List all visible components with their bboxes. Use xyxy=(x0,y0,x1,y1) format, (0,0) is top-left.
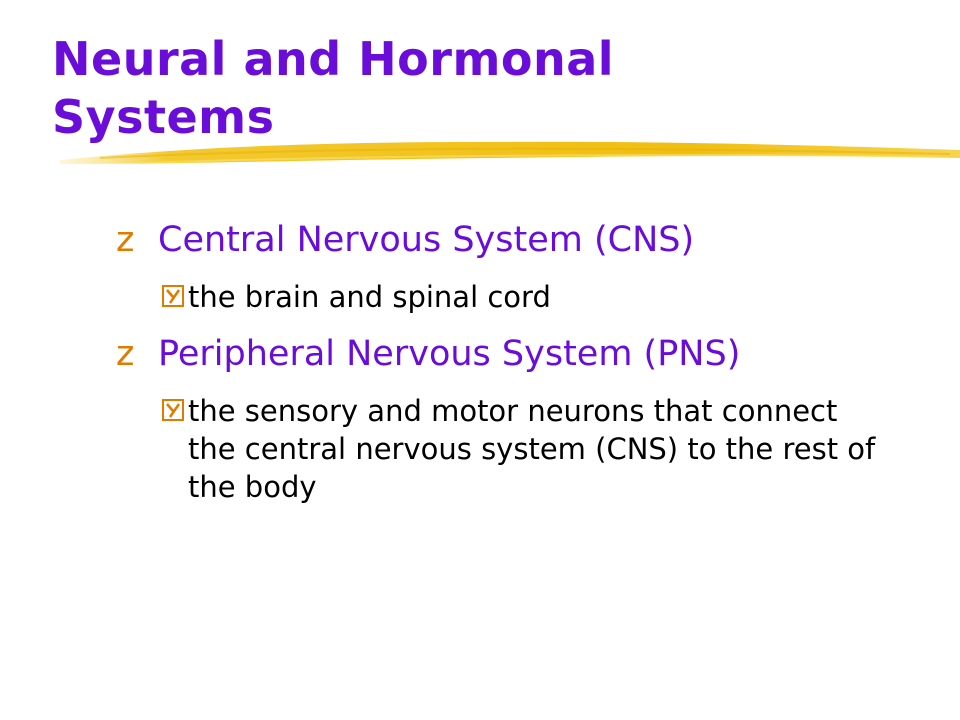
checkbox-y-icon xyxy=(162,285,184,307)
z-bullet-icon: z xyxy=(116,334,135,374)
sub-bullet-pns-text: the sensory and motor neurons that conne… xyxy=(188,394,876,504)
checkbox-y-icon xyxy=(162,399,184,421)
slide-title-line-2: Systems xyxy=(52,90,275,144)
z-bullet-icon: z xyxy=(116,220,135,260)
title-underline-brushstroke xyxy=(60,141,960,164)
sub-bullet-cns-text: the brain and spinal cord xyxy=(188,280,551,314)
bullet-cns-text: Central Nervous System (CNS) xyxy=(158,220,695,260)
bullet-pns: z Peripheral Nervous System (PNS) xyxy=(116,330,916,378)
slide-title: Neural and Hormonal Systems xyxy=(52,30,872,146)
bullet-list: z Central Nervous System (CNS) the brain… xyxy=(116,216,916,520)
sub-bullet-pns: the sensory and motor neurons that conne… xyxy=(162,392,888,506)
bullet-cns: z Central Nervous System (CNS) xyxy=(116,216,916,264)
bullet-pns-text: Peripheral Nervous System (PNS) xyxy=(158,334,741,374)
slide-title-line-1: Neural and Hormonal xyxy=(52,32,615,86)
sub-bullet-cns: the brain and spinal cord xyxy=(162,278,916,316)
